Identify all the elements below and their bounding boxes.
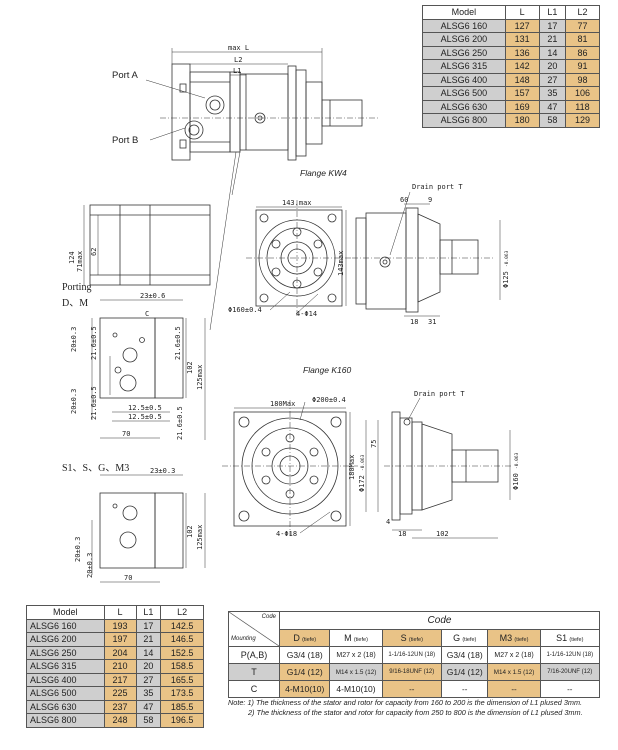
porting-label: Porting	[62, 282, 91, 293]
dim-9: 9	[428, 196, 432, 204]
dim-102-b: 102	[186, 525, 194, 538]
dim-180max-v: 180Max	[348, 455, 356, 480]
dim-l2: L2	[234, 56, 242, 64]
table-header: Model L L1 L2	[422, 5, 601, 20]
dim-20-03-d: 20±0.3	[86, 553, 94, 578]
dim-c: C	[145, 310, 149, 318]
dim-18-b: 18	[398, 530, 406, 538]
dim-143max-h: 143.max	[282, 199, 312, 207]
flange-kw4-front	[246, 200, 352, 316]
dim-125max-b: 125max	[196, 525, 204, 550]
dim-172: Φ172 -0.063	[358, 454, 366, 492]
top-side-view	[145, 48, 380, 331]
footnote: Note: 1) The thickness of the stator and…	[228, 698, 583, 717]
dim-31: 31	[428, 318, 436, 326]
porting-dm-view	[91, 299, 206, 440]
dim-216-c: 21.6±0.5	[174, 326, 182, 360]
dim-60: 60	[400, 196, 408, 204]
dim-4-18: 4-Φ18	[276, 530, 297, 538]
dim-23-06: 23±0.6	[140, 292, 165, 300]
dim-125max-a: 125max	[196, 365, 204, 390]
flange-k160-side	[365, 397, 512, 539]
dim-124: 124	[68, 251, 76, 264]
dim-l1: L1	[233, 67, 241, 75]
dim-143max-v: 143max	[337, 251, 345, 276]
flange-kw4-side	[352, 191, 501, 317]
dim-125f: Φ125 -0.063	[502, 250, 510, 288]
dim-102-c: 102	[436, 530, 449, 538]
dim-102-a: 102	[186, 361, 194, 374]
dim-160f: Φ160 -0.063	[512, 452, 520, 490]
dim-20-03-c: 20±0.3	[74, 537, 82, 562]
code-table-corner: Code Mounting	[228, 611, 280, 647]
dim-216-b: 21.6±0.5	[90, 386, 98, 420]
dim-200: Φ200±0.4	[312, 396, 346, 404]
dim-23-03: 23±0.3	[150, 467, 175, 475]
code-table-title-row: Code Mounting Code	[228, 611, 600, 647]
flange-k160-front	[222, 400, 358, 536]
dim-70-a: 70	[122, 430, 130, 438]
porting-side-view	[83, 204, 211, 286]
dim-62: 62	[90, 248, 98, 256]
corner-diagonal	[229, 612, 279, 646]
table-row: P(A,B) G3/4 (18) M27 x 2 (18) 1-1/16-12U…	[228, 646, 601, 664]
dim-4-14: 4-Φ14	[296, 310, 317, 318]
dim-70-b: 70	[124, 574, 132, 582]
dim-216-a: 21.6±0.5	[90, 326, 98, 360]
port-a-label: Port A	[112, 70, 139, 81]
dim-20-03-a: 20±0.3	[70, 327, 78, 352]
dim-4: 4	[386, 518, 390, 526]
porting-dm-label: D、M	[62, 298, 88, 309]
porting-s-label: S1、S、G、M3	[62, 463, 129, 474]
port-b-label: Port B	[112, 135, 138, 146]
dim-71max: 71max	[76, 251, 84, 272]
drain-port-label-1: Drain port T	[412, 183, 463, 191]
table-row: C 4-M10(10) 4-M10(10) -- -- -- --	[228, 680, 601, 698]
drain-port-label-2: Drain port T	[414, 390, 465, 398]
dim-125-05-a: 12.5±0.5	[128, 404, 162, 412]
dim-max-l: max L	[228, 44, 249, 52]
porting-s-view	[91, 474, 206, 583]
dim-125-05-b: 12.5±0.5	[128, 413, 162, 421]
dim-216-d: 21.6±0.5	[176, 406, 184, 440]
flange-kw4-title: Flange KW4	[300, 168, 347, 178]
table-header: Model L L1 L2	[26, 605, 204, 620]
dim-75: 75	[370, 440, 378, 448]
code-table-header-row: D (tiefe) M (tiefe) S (tiefe) G (tiefe) …	[229, 628, 601, 647]
dim-18-a: 18	[410, 318, 418, 326]
dim-180max-h: 180Max	[270, 400, 295, 408]
dim-20-03-b: 20±0.3	[70, 389, 78, 414]
table-row: T G1/4 (12) M14 x 1.5 (12) 9/16-18UNF (1…	[228, 663, 601, 681]
flange-k160-title: Flange K160	[303, 365, 351, 375]
dim-160: Φ160±0.4	[228, 306, 262, 314]
code-table: Code Mounting Code D (tiefe) M (tiefe) S…	[228, 611, 601, 698]
